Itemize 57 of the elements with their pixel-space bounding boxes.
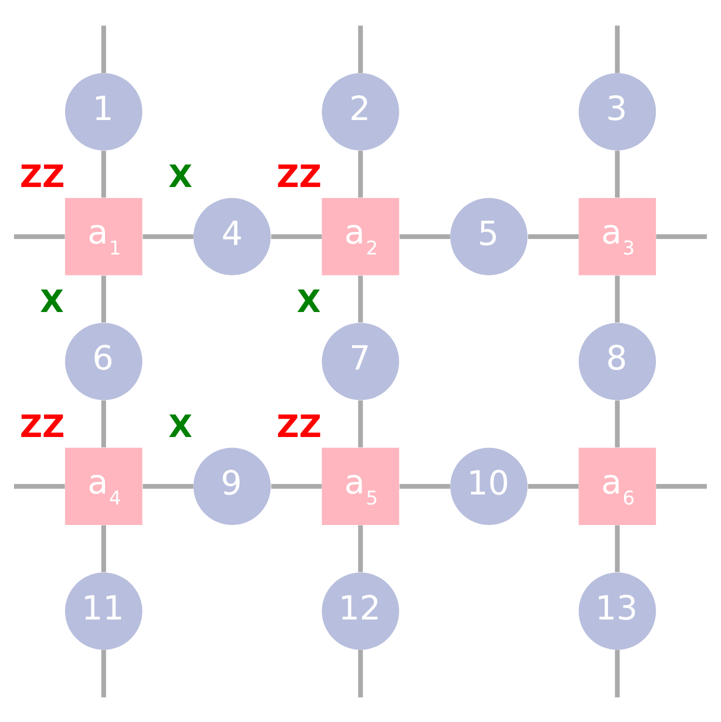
node-box: a$_{4}$	[65, 447, 142, 524]
node-label: X	[296, 283, 321, 320]
connector	[358, 150, 363, 198]
node-label: X	[168, 408, 192, 444]
connector	[528, 483, 579, 488]
connector	[614, 649, 620, 697]
node-circle: 4	[193, 198, 271, 275]
connector	[614, 524, 620, 572]
node-circle: 5	[450, 198, 528, 275]
node-circle: 13	[578, 572, 656, 650]
node-circle: 2	[322, 72, 400, 150]
node-label: ZZ	[276, 408, 322, 444]
node-label: ZZ	[20, 408, 65, 444]
connector	[358, 400, 363, 447]
node-circle: 3	[578, 72, 656, 150]
connector	[358, 275, 363, 322]
connector	[614, 150, 620, 198]
connector	[528, 234, 579, 239]
connector	[142, 483, 194, 488]
connector	[656, 483, 707, 488]
node-box: a$_{3}$	[578, 198, 656, 275]
node-circle: 10	[450, 447, 528, 524]
connector	[656, 234, 707, 239]
connector	[14, 483, 65, 488]
node-label: X	[168, 158, 192, 195]
connector	[101, 649, 106, 697]
node-circle: 1	[65, 72, 142, 150]
node-box: a$_{5}$	[322, 447, 400, 524]
connector	[400, 483, 450, 488]
connector	[358, 25, 363, 73]
connector	[614, 400, 620, 447]
node-circle: 11	[65, 572, 142, 650]
connector	[400, 234, 450, 239]
node-box: a$_{1}$	[65, 198, 142, 275]
node-circle: 12	[322, 572, 400, 650]
connector	[271, 234, 322, 239]
node-circle: 7	[322, 322, 400, 400]
connector	[142, 234, 194, 239]
node-circle: 9	[193, 447, 271, 524]
connector	[101, 150, 106, 198]
connector	[614, 25, 620, 73]
connector	[14, 234, 65, 239]
node-label: X	[40, 283, 64, 320]
node-box: a$_{6}$	[578, 447, 656, 524]
connector	[358, 649, 363, 697]
connector	[614, 275, 620, 322]
connector	[101, 275, 106, 322]
connector	[101, 400, 106, 447]
connector	[271, 483, 322, 488]
node-label: ZZ	[20, 158, 65, 195]
node-circle: 8	[578, 322, 656, 400]
node-circle: 6	[65, 322, 142, 400]
node-label: ZZ	[276, 158, 322, 195]
node-box: a$_{2}$	[322, 198, 400, 275]
connector	[101, 25, 106, 73]
connector	[358, 524, 363, 572]
connector	[101, 524, 106, 572]
